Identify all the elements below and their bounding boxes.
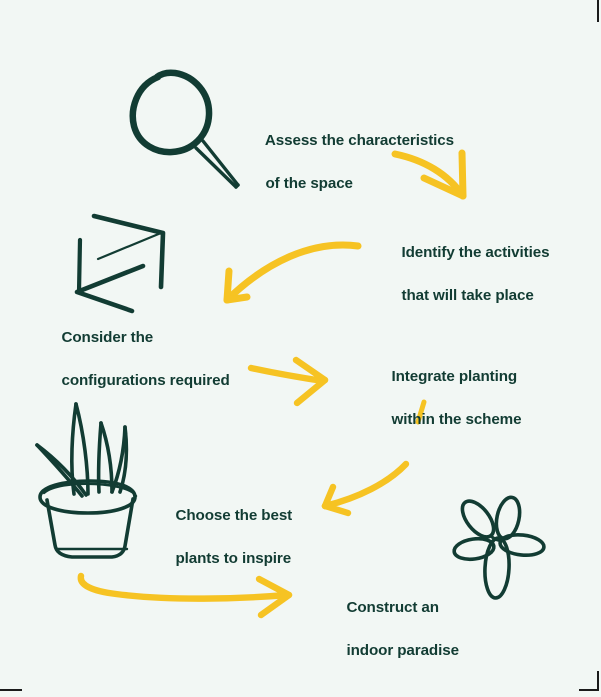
flower-icon: [452, 495, 546, 600]
step-label-assess-characteristics: Assess the characteristics of the space: [249, 108, 454, 216]
crop-mark-bottom-right-vertical: [597, 671, 599, 691]
exchange-arrows-icon: [74, 213, 166, 314]
step-label-line-2: that will take place: [401, 286, 534, 304]
step-label-line-2: of the space: [265, 174, 353, 192]
potted-plant-icon: [35, 402, 138, 559]
step-label-construct-paradise: Construct an indoor paradise: [330, 575, 459, 683]
step-label-integrate-planting: Integrate planting within the scheme: [375, 344, 521, 452]
magnifying-glass-icon: [129, 69, 240, 189]
step-label-line-2: within the scheme: [391, 410, 522, 428]
step-label-line-2: indoor paradise: [346, 641, 459, 659]
arrow-step3-to-step4: [247, 356, 329, 407]
step-label-line-2: configurations required: [61, 371, 230, 389]
step-label-consider-configurations: Consider the configurations required: [45, 305, 230, 413]
crop-mark-bottom-left: [0, 689, 22, 691]
step-label-line-1: Choose the best: [175, 506, 293, 524]
step-label-line-1: Integrate planting: [391, 367, 518, 385]
arrow-step4-to-step5: [321, 460, 410, 517]
step-label-line-2: plants to inspire: [175, 549, 292, 567]
step-label-line-1: Construct an: [346, 598, 439, 616]
step-label-identify-activities: Identify the activities that will take p…: [385, 220, 549, 328]
crop-mark-top-right: [597, 0, 599, 22]
arrow-step2-to-step3: [223, 241, 362, 304]
crop-mark-bottom-right-horizontal: [579, 689, 599, 691]
step-label-line-1: Identify the activities: [401, 243, 550, 261]
step-label-line-1: Assess the characteristics: [264, 131, 454, 149]
step-label-line-1: Consider the: [61, 328, 154, 346]
step-label-choose-plants: Choose the best plants to inspire: [159, 483, 292, 591]
